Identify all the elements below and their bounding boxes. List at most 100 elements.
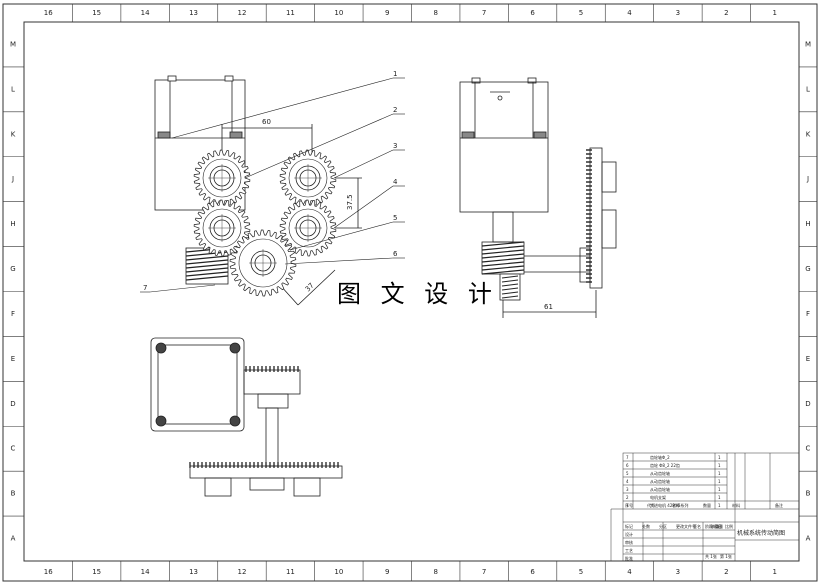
motor-side-body <box>459 81 549 213</box>
zone-label-bottom-6: 6 <box>530 568 535 576</box>
dim-diagonal: 37 <box>304 281 316 293</box>
zone-label-bottom-15: 15 <box>92 568 101 576</box>
drawing-title: 机械系统传动简图 <box>737 529 785 537</box>
zone-label-bottom-2: 2 <box>724 568 728 576</box>
zone-label-right-B: B <box>806 490 811 498</box>
top-view-teeth <box>189 366 339 468</box>
worm-thread <box>481 249 525 255</box>
gear-4 <box>279 199 337 257</box>
callout-4: 4 <box>393 178 398 186</box>
zone-label-bottom-3: 3 <box>676 568 680 576</box>
gear-5 <box>229 229 297 297</box>
zone-label-bottom-14: 14 <box>141 568 150 576</box>
zone-label-right-D: D <box>805 400 810 408</box>
zone-label-top-2: 2 <box>724 9 728 17</box>
zone-label-left-H: H <box>10 220 15 228</box>
callout-1: 1 <box>393 70 397 78</box>
parts-row-name: 齿轮 Φ8_2 22齿 <box>650 462 680 468</box>
zone-label-top-6: 6 <box>530 9 535 17</box>
watermark-text: 图 文 设 计 <box>337 280 498 308</box>
zone-label-right-A: A <box>806 535 811 543</box>
zone-label-top-15: 15 <box>92 9 101 17</box>
zone-label-right-L: L <box>806 85 810 93</box>
role-label: 批准 <box>625 555 633 561</box>
zone-label-top-3: 3 <box>676 9 680 17</box>
worm-thread <box>481 241 525 247</box>
worm-thread <box>481 269 525 275</box>
zone-label-left-A: A <box>11 535 16 543</box>
parts-row-name: 电机支架 <box>650 494 666 500</box>
side-worm <box>481 241 525 301</box>
parts-row-no: 2 <box>626 495 629 500</box>
gear-train <box>193 149 337 297</box>
zone-label-left-F: F <box>11 310 15 318</box>
zone-label-top-11: 11 <box>286 9 295 17</box>
worm-thread <box>481 245 525 251</box>
sign-label: 年月日 <box>710 523 722 529</box>
parts-row-qty: 1 <box>718 503 721 508</box>
parts-row-qty: 1 <box>718 471 721 476</box>
parts-row-qty: 1 <box>718 463 721 468</box>
title-block <box>610 452 800 562</box>
stage-label: 比例 <box>725 523 733 529</box>
zone-label-left-K: K <box>11 130 16 138</box>
zone-label-left-C: C <box>11 445 16 453</box>
zone-label-right-J: J <box>806 175 809 183</box>
zone-label-bottom-16: 16 <box>44 568 53 576</box>
zone-label-top-7: 7 <box>482 9 486 17</box>
zone-label-top-4: 4 <box>627 9 632 17</box>
zone-label-right-E: E <box>806 355 810 363</box>
gear-1 <box>193 149 251 207</box>
callout-leaders <box>140 77 405 293</box>
zone-label-top-14: 14 <box>141 9 150 17</box>
parts-row-name: 齿轮轴Φ_2 <box>650 454 670 460</box>
zone-label-left-M: M <box>10 40 16 48</box>
zone-label-bottom-8: 8 <box>433 568 437 576</box>
parts-header-label: 序号 <box>625 502 633 508</box>
zone-label-bottom-12: 12 <box>238 568 247 576</box>
worm-thread <box>481 257 525 263</box>
zone-label-left-J: J <box>11 175 14 183</box>
parts-row-name: 步进电机 42BYG系列 <box>650 502 688 508</box>
parts-row-qty: 1 <box>718 487 721 492</box>
zone-label-bottom-1: 1 <box>773 568 777 576</box>
sheet-label: 第 1张 <box>720 553 732 559</box>
stage-label: 阶段标记 <box>705 523 721 529</box>
sheet-label: 共 1张 <box>705 553 717 559</box>
parts-row-no: 5 <box>626 471 629 476</box>
zone-label-bottom-4: 4 <box>627 568 632 576</box>
dim-side-offset: 61 <box>544 303 553 311</box>
dim-gear-spacing: 60 <box>262 118 271 126</box>
zone-label-left-D: D <box>10 400 15 408</box>
zone-label-top-10: 10 <box>334 9 343 17</box>
outer-border <box>2 3 818 582</box>
callout-6: 6 <box>393 250 398 258</box>
worm-thread <box>481 265 525 271</box>
motor-top-square <box>150 337 245 432</box>
parts-row-no: 7 <box>626 455 629 460</box>
sign-label: 更改文件号 <box>676 523 696 529</box>
callout-3: 3 <box>393 142 397 150</box>
side-gear-teeth <box>586 149 592 283</box>
parts-header-label: 材料 <box>732 502 740 508</box>
parts-row-no: 3 <box>626 487 629 492</box>
parts-row-qty: 1 <box>718 495 721 500</box>
zone-label-right-G: G <box>805 265 810 273</box>
parts-row-qty: 1 <box>718 455 721 460</box>
worm-thread <box>481 253 525 259</box>
dim-vertical-spacing: 37.5 <box>346 194 354 210</box>
zone-label-right-H: H <box>805 220 810 228</box>
zone-label-top-1: 1 <box>773 9 777 17</box>
zone-label-right-K: K <box>806 130 811 138</box>
parts-row-no: 1 <box>626 503 629 508</box>
zone-label-top-5: 5 <box>579 9 583 17</box>
parts-header-label: 数量 <box>703 502 711 508</box>
zone-label-bottom-10: 10 <box>334 568 343 576</box>
zone-label-top-8: 8 <box>433 9 437 17</box>
zone-label-left-L: L <box>11 85 15 93</box>
